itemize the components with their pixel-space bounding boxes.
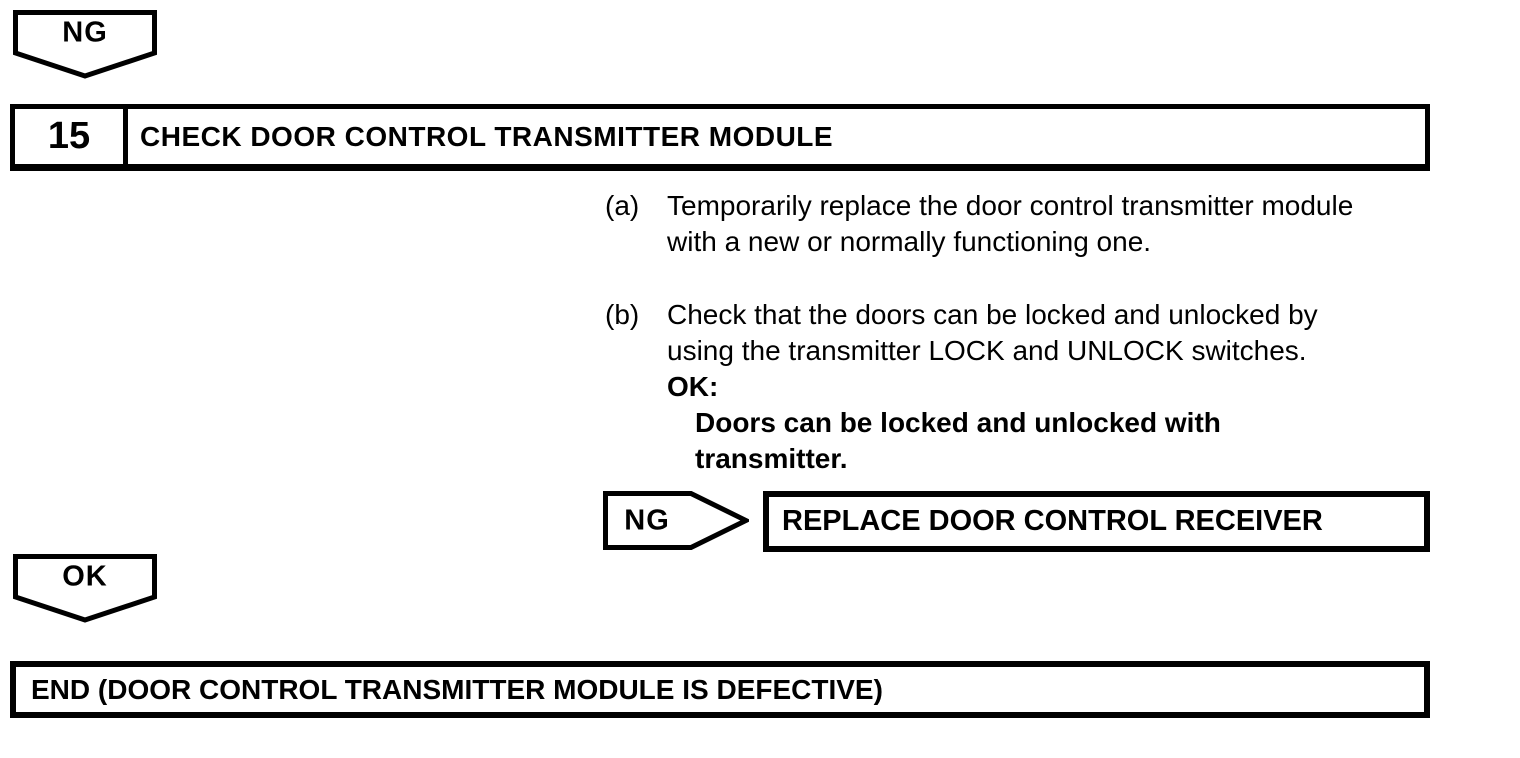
ng-action-text: REPLACE DOOR CONTROL RECEIVER	[782, 505, 1323, 537]
instruction-a-text: Temporarily replace the door control tra…	[667, 188, 1353, 260]
ok-result-label-bottom: OK	[62, 560, 108, 593]
ng-branch-label: NG	[624, 504, 670, 537]
step-header-box: 15 CHECK DOOR CONTROL TRANSMITTER MODULE	[10, 104, 1430, 171]
end-result-box: END (DOOR CONTROL TRANSMITTER MODULE IS …	[10, 661, 1430, 718]
ok-criteria-label: OK:	[667, 371, 719, 402]
instruction-b-line2: using the transmitter LOCK and UNLOCK sw…	[667, 335, 1307, 366]
instruction-b-marker: (b)	[605, 299, 640, 330]
end-result-text: END (DOOR CONTROL TRANSMITTER MODULE IS …	[31, 673, 883, 705]
instruction-a-line2: with a new or normally functioning one.	[667, 226, 1152, 257]
ng-action-box: REPLACE DOOR CONTROL RECEIVER	[763, 491, 1430, 552]
ng-branch-connector: NG	[603, 491, 749, 551]
down-arrow-pentagon-icon	[13, 554, 157, 623]
step-number: 15	[15, 109, 128, 164]
ok-criteria-line1: Doors can be locked and unlocked with	[695, 407, 1221, 438]
instruction-a-marker: (a)	[605, 190, 640, 221]
step-title: CHECK DOOR CONTROL TRANSMITTER MODULE	[140, 120, 834, 152]
ok-criteria-line2: transmitter.	[695, 443, 848, 474]
ng-result-label-top: NG	[62, 16, 108, 49]
down-arrow-pentagon-icon	[13, 10, 157, 79]
right-arrow-pentagon-icon	[603, 491, 749, 550]
ng-result-connector-top: NG	[13, 10, 157, 82]
instruction-b-text: Check that the doors can be locked and u…	[667, 297, 1318, 477]
instruction-a-line1: Temporarily replace the door control tra…	[667, 190, 1354, 221]
ok-result-connector-bottom: OK	[13, 554, 157, 626]
instruction-b-line1: Check that the doors can be locked and u…	[667, 299, 1318, 330]
